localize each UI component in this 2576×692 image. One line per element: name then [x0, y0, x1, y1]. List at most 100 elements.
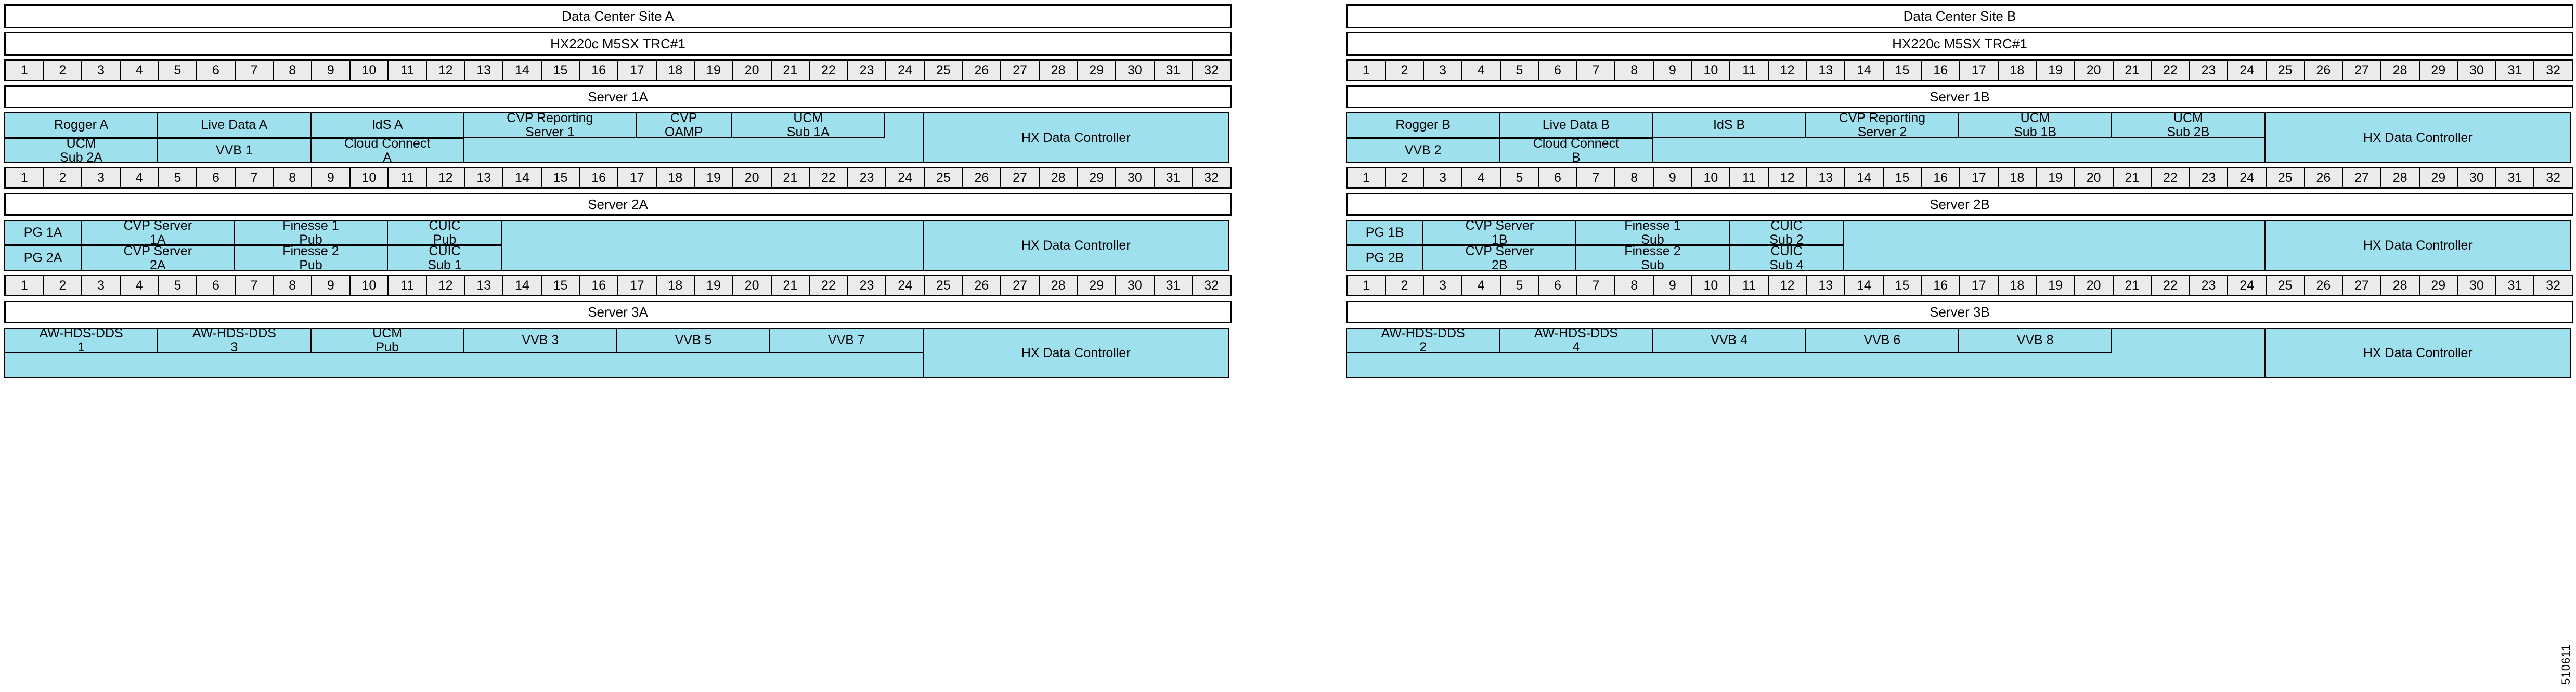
ruler-unit-32: 32	[2534, 61, 2572, 80]
component-live-data-a[interactable]: Live Data A	[157, 112, 312, 138]
component-label-line: Rogger A	[54, 117, 109, 133]
component-pg-2a[interactable]: PG 2A	[4, 245, 82, 271]
hx-data-controller[interactable]: HX Data Controller	[2264, 220, 2571, 271]
ruler-unit-9: 9	[1654, 168, 1692, 187]
server-title-server-1b: Server 1B	[1346, 85, 2573, 108]
component-ids-a[interactable]: IdS A	[310, 112, 464, 138]
hx-data-controller[interactable]: HX Data Controller	[922, 328, 1229, 378]
ruler-unit-12: 12	[426, 168, 465, 187]
ruler-unit-32: 32	[2534, 168, 2572, 187]
ruler-unit-4: 4	[120, 61, 159, 80]
hx-data-controller[interactable]: HX Data Controller	[922, 220, 1229, 271]
ruler-unit-13: 13	[1807, 61, 1846, 80]
ruler-unit-16: 16	[580, 61, 618, 80]
ruler-unit-27: 27	[1001, 61, 1040, 80]
ruler-unit-31: 31	[1154, 168, 1193, 187]
ruler-unit-20: 20	[733, 61, 772, 80]
component-vvb-1[interactable]: VVB 1	[157, 138, 312, 163]
component-live-data-b[interactable]: Live Data B	[1499, 112, 1653, 138]
component-rogger-a[interactable]: Rogger A	[4, 112, 159, 138]
ruler-unit-13: 13	[1807, 276, 1846, 295]
ruler-unit-19: 19	[2037, 61, 2075, 80]
ruler-unit-10: 10	[1692, 276, 1731, 295]
ruler-unit-1: 1	[1348, 276, 1386, 295]
component-vvb-5[interactable]: VVB 5	[616, 328, 771, 353]
ruler-unit-12: 12	[426, 61, 465, 80]
ruler-unit-25: 25	[2267, 276, 2305, 295]
component-pg-1a[interactable]: PG 1A	[4, 220, 82, 245]
component-vvb-8[interactable]: VVB 8	[1958, 328, 2113, 353]
component-vvb-2[interactable]: VVB 2	[1346, 138, 1500, 163]
ruler-unit-23: 23	[2190, 276, 2229, 295]
component-label-line: Cloud Connect	[1533, 138, 1620, 151]
ruler-unit-23: 23	[848, 61, 887, 80]
component-ids-b[interactable]: IdS B	[1652, 112, 1806, 138]
component-label-line: Cloud Connect	[344, 138, 431, 151]
ruler-unit-25: 25	[925, 168, 963, 187]
ruler-unit-11: 11	[389, 61, 427, 80]
component-label-line: CVP	[670, 112, 697, 125]
component-label-line: 2B	[1491, 257, 1508, 271]
component-pg-2b[interactable]: PG 2B	[1346, 245, 1424, 271]
ruler-unit-2: 2	[1386, 168, 1425, 187]
ruler-unit-32: 32	[1193, 276, 1230, 295]
component-rogger-b[interactable]: Rogger B	[1346, 112, 1500, 138]
ruler-unit-17: 17	[618, 61, 657, 80]
ruler-unit-15: 15	[1883, 61, 1922, 80]
ruler-unit-5: 5	[1500, 168, 1539, 187]
ruler-unit-10: 10	[350, 276, 389, 295]
ruler-unit-29: 29	[1078, 61, 1117, 80]
component-pg-1b[interactable]: PG 1B	[1346, 220, 1424, 245]
ruler-unit-23: 23	[848, 276, 887, 295]
component-vvb-6[interactable]: VVB 6	[1805, 328, 1959, 353]
component-vvb-7[interactable]: VVB 7	[769, 328, 924, 353]
ruler-unit-27: 27	[2343, 168, 2381, 187]
hx-data-controller[interactable]: HX Data Controller	[2264, 112, 2571, 163]
ruler-unit-23: 23	[848, 168, 887, 187]
ruler-unit-16: 16	[580, 276, 618, 295]
component-label-line: CVP Reporting	[507, 112, 593, 125]
component-label-line: Finesse 1	[282, 220, 339, 233]
hx-data-controller[interactable]: HX Data Controller	[2264, 328, 2571, 378]
ruler-unit-16: 16	[1922, 168, 1960, 187]
component-vvb-4[interactable]: VVB 4	[1652, 328, 1806, 353]
hx-data-controller[interactable]: HX Data Controller	[922, 112, 1229, 163]
ruler-unit-7: 7	[1577, 168, 1616, 187]
ruler-unit-26: 26	[963, 61, 1002, 80]
ruler-unit-21: 21	[2113, 61, 2152, 80]
ruler-unit-11: 11	[389, 276, 427, 295]
component-vvb-3[interactable]: VVB 3	[463, 328, 617, 353]
